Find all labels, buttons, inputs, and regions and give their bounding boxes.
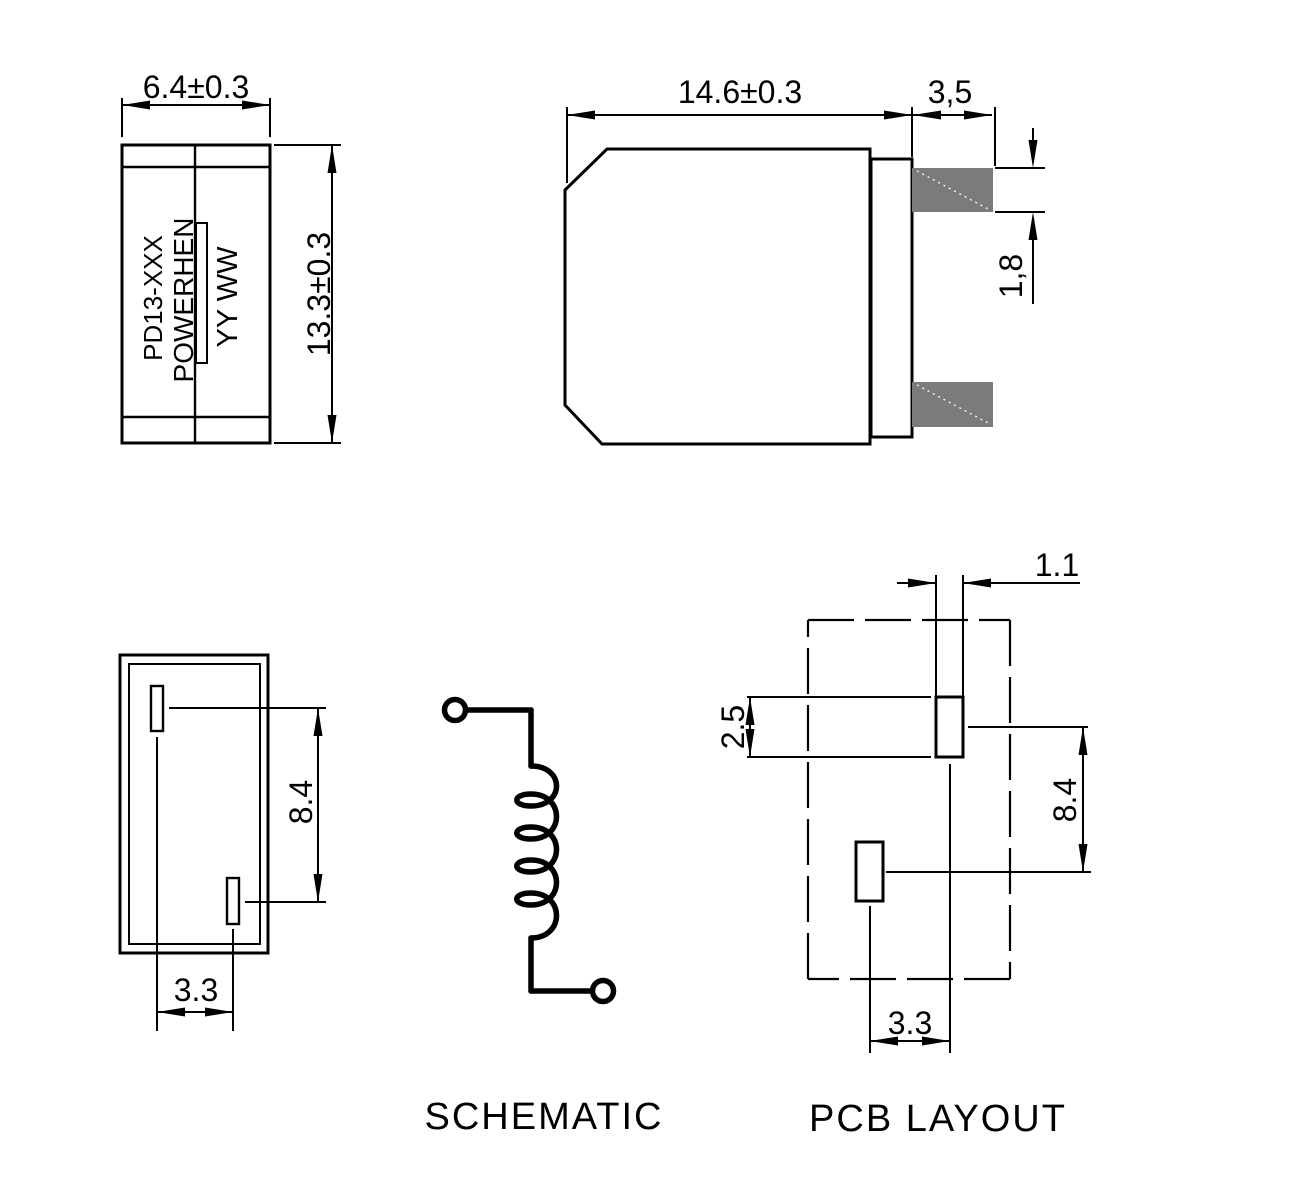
terminal-thickness-dim-text: 1,8 xyxy=(993,254,1029,298)
terminal-flange xyxy=(869,157,914,439)
pcb-pad-span-dim-text: 8.4 xyxy=(1047,778,1083,822)
pcb-layout-label: PCB LAYOUT xyxy=(809,1098,1067,1140)
bottom-view: 8.4 3.3 xyxy=(118,653,326,1031)
arrowhead xyxy=(913,110,941,120)
arrowhead xyxy=(1028,212,1038,240)
arrowhead xyxy=(1078,727,1088,755)
arrowhead xyxy=(964,110,992,120)
terminal-top xyxy=(912,168,993,212)
arrowhead xyxy=(1028,140,1038,168)
arrowhead xyxy=(963,578,991,588)
arrowhead xyxy=(745,729,755,757)
arrowhead xyxy=(922,1036,950,1046)
bottom-pad-pitch-dim-text: 3.3 xyxy=(174,972,218,1008)
front-width-dim-text: 6.4±0.3 xyxy=(143,69,250,105)
pcb-pad-width-dim-text: 1.1 xyxy=(1035,547,1079,583)
terminal-node-2 xyxy=(589,977,617,1005)
arrowhead xyxy=(1078,844,1088,872)
bottom-pad-2 xyxy=(225,876,241,926)
terminal-node-1 xyxy=(441,696,469,724)
pcb-layout-view: 1.1 2.5 8.4 3.3 PCB LAYOUT xyxy=(715,547,1091,1140)
arrowhead xyxy=(242,100,270,110)
bottom-body-inner-outline xyxy=(128,663,261,945)
side-body-outline xyxy=(563,147,872,446)
terminal-length-dim-text: 3,5 xyxy=(928,74,972,110)
arrowhead xyxy=(313,874,323,902)
marking-date-code: YY WW xyxy=(212,246,244,348)
arrowhead xyxy=(205,1007,233,1017)
marking-label-box xyxy=(195,222,208,364)
terminal-bottom-highlight xyxy=(916,384,991,425)
pcb-pad-height-dim-text: 2.5 xyxy=(715,705,751,749)
bottom-pad-1 xyxy=(149,684,165,733)
schematic-view: SCHEMATIC xyxy=(425,696,664,1138)
front-height-dim-text: 13.3±0.3 xyxy=(301,232,337,356)
bottom-pad-span-dim-text: 8.4 xyxy=(283,780,319,824)
pcb-pad-pitch-dim-text: 3.3 xyxy=(888,1005,932,1041)
arrowhead xyxy=(567,110,595,120)
arrowhead xyxy=(870,1036,898,1046)
arrowhead xyxy=(745,697,755,725)
bottom-body-outline xyxy=(118,653,270,955)
front-view: 6.4±0.3 PD13-XXX POWERHEN YY WW 13.3±0.3 xyxy=(120,69,341,445)
terminal-bottom xyxy=(912,382,993,427)
arrowhead xyxy=(327,415,337,443)
arrowhead xyxy=(908,578,936,588)
arrowhead xyxy=(313,708,323,736)
pcb-pad-1 xyxy=(934,695,965,759)
marking-brand: POWERHEN xyxy=(168,218,199,383)
marking-part-number: PD13-XXX xyxy=(138,235,168,361)
arrowhead xyxy=(157,1007,185,1017)
schematic-label: SCHEMATIC xyxy=(425,1096,664,1138)
terminal-top-highlight xyxy=(916,170,991,211)
side-width-dim-text: 14.6±0.3 xyxy=(678,74,802,110)
arrowhead xyxy=(122,100,150,110)
pcb-pad-2 xyxy=(854,840,885,903)
arrowhead xyxy=(884,110,912,120)
side-view: 14.6±0.3 3,5 1,8 xyxy=(563,74,1045,446)
arrowhead xyxy=(327,145,337,173)
inductor-coil xyxy=(514,763,560,941)
